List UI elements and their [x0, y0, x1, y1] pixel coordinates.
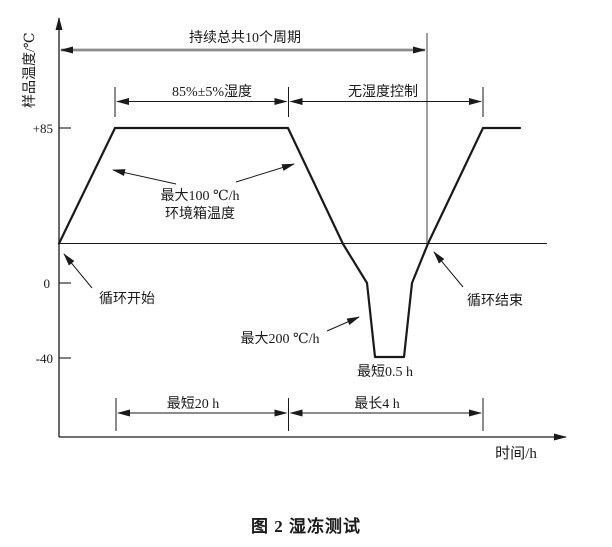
rate200-leader-arrow [326, 316, 360, 332]
humidity-zone-label: 85%±5%湿度 [172, 84, 252, 100]
rate100-left-leader-arrow [112, 169, 177, 185]
max-rate-cold-label: 最大200 ℃/h [240, 331, 319, 347]
y-tick-label-plus85: +85 [33, 121, 53, 136]
no-humidity-zone-label: 无湿度控制 [348, 84, 418, 100]
y-axis-label: 样品温度/℃ [22, 32, 38, 108]
max-rate-warm-label-line1: 最大100 ℃/h [160, 188, 239, 204]
temperature-profile [57, 126, 522, 359]
cycle-start-leader-arrow [63, 253, 93, 289]
total-cycles-label: 持续总共10个周期 [189, 29, 301, 46]
x-axis-label: 时间/h [495, 445, 537, 462]
rate100-right-leader-arrow [235, 163, 295, 183]
min-dwell-cold-label: 最短0.5 h [357, 364, 413, 380]
cycle-end-leader-arrow [433, 251, 464, 288]
max-freeze-label: 最长4 h [354, 396, 400, 412]
min-dwell-warm-label: 最短20 h [167, 396, 220, 412]
cycle-start-label: 循环开始 [99, 291, 155, 307]
y-tick-label-minus40: -40 [36, 351, 53, 366]
y-tick-label-zero: 0 [44, 276, 51, 291]
figure-caption: 图 2 湿冻测试 [251, 516, 361, 536]
max-rate-warm-label-line2: 环境箱温度 [165, 206, 235, 222]
cycle-end-label: 循环结束 [467, 293, 523, 309]
